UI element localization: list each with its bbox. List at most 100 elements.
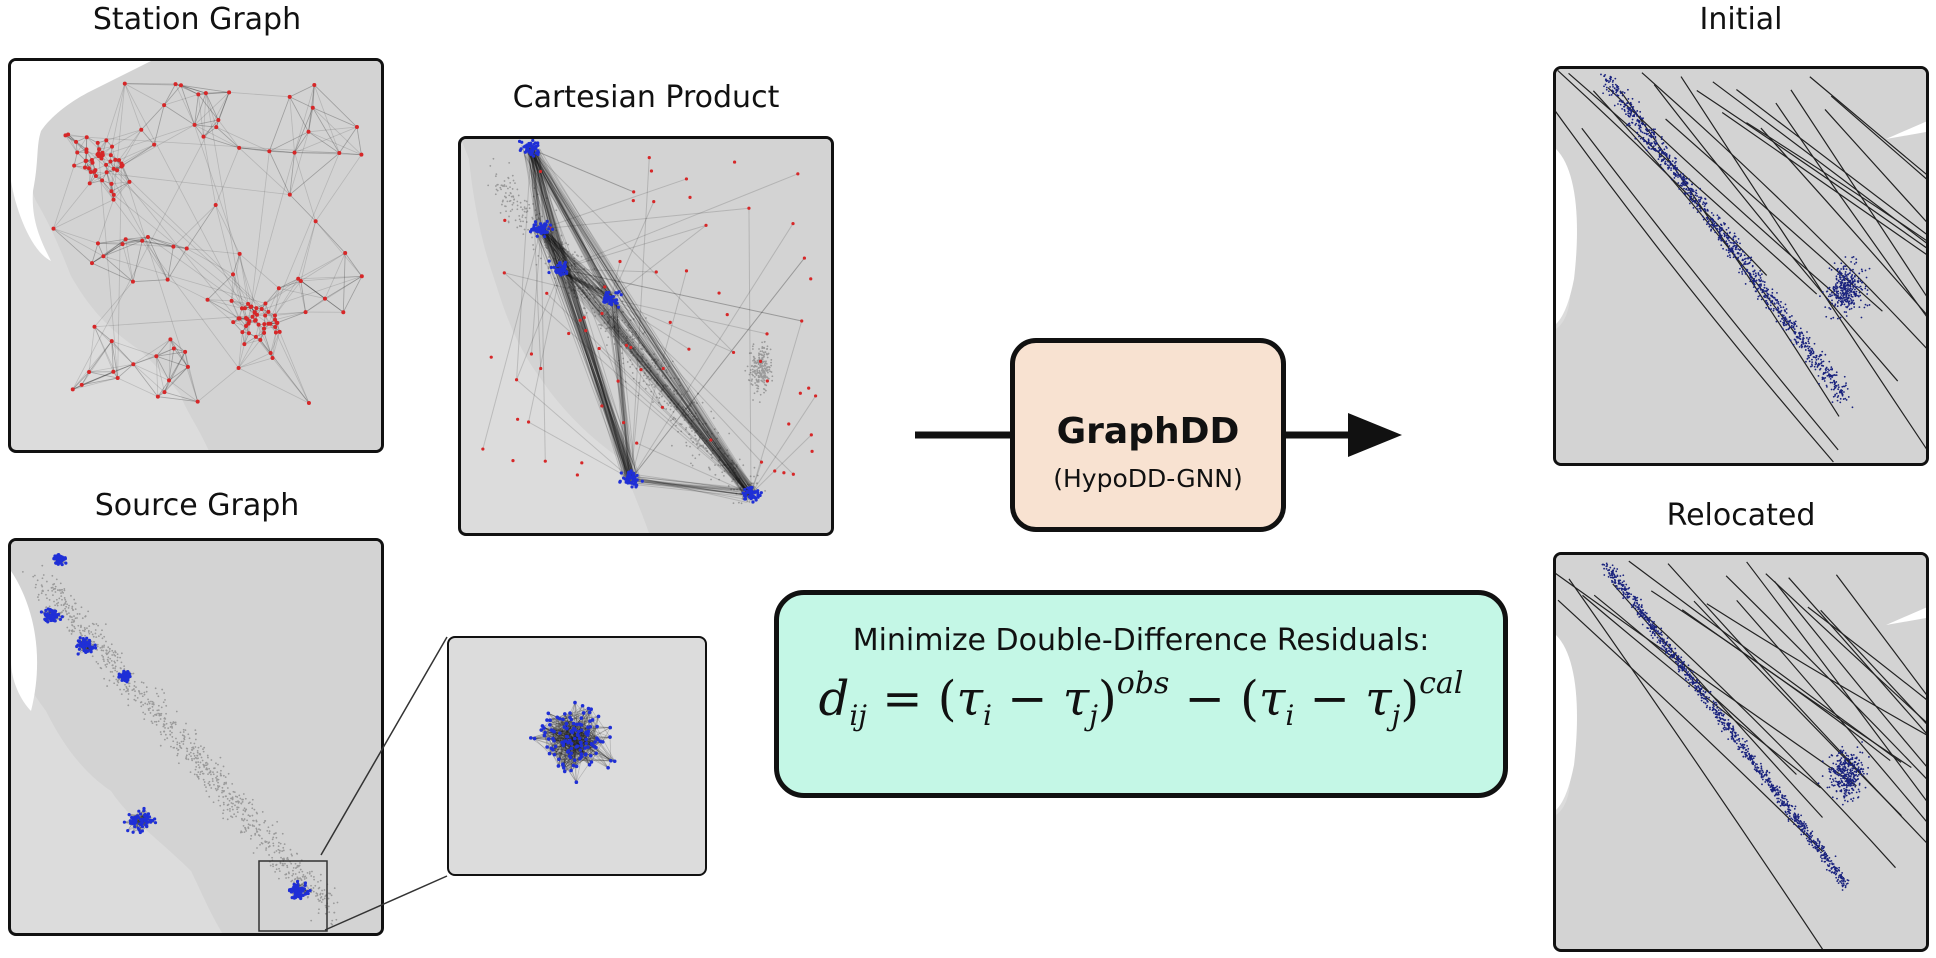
background-event	[763, 391, 765, 394]
background-event	[109, 670, 112, 673]
background-event	[757, 375, 760, 377]
background-event	[645, 350, 648, 353]
source-graph-plot	[11, 541, 381, 933]
background-event	[691, 430, 693, 432]
background-event	[205, 764, 208, 767]
zoom-node	[577, 736, 582, 741]
background-event	[318, 900, 320, 902]
background-event	[617, 330, 619, 332]
zoom-node	[542, 733, 547, 738]
background-event	[495, 188, 498, 191]
zoom-edge	[558, 758, 580, 760]
source-node	[48, 608, 52, 612]
background-event	[48, 599, 51, 601]
station-edge	[268, 151, 291, 195]
background-event	[547, 239, 550, 242]
station-edge	[268, 151, 291, 195]
station-node	[354, 124, 359, 129]
background-event	[313, 878, 316, 881]
zoom-node	[562, 769, 567, 774]
background-event	[188, 753, 191, 756]
station-edge	[272, 332, 277, 359]
zoom-node	[545, 745, 549, 749]
background-event	[278, 867, 280, 870]
station-edge	[86, 149, 278, 324]
station-node	[72, 163, 77, 168]
station-edge	[180, 84, 230, 93]
station-node	[306, 400, 311, 405]
background-event	[172, 721, 175, 723]
background-event	[227, 772, 230, 775]
background-event	[104, 664, 107, 666]
background-event	[212, 773, 215, 776]
background-event	[197, 746, 200, 749]
station-node	[111, 197, 116, 202]
station-edge	[81, 340, 113, 386]
background-event	[226, 818, 229, 821]
background-event	[240, 802, 243, 805]
background-event	[763, 376, 765, 379]
station-edge	[110, 161, 276, 321]
background-event	[528, 203, 530, 206]
background-event	[243, 831, 246, 834]
background-event	[554, 258, 557, 260]
station-edge	[157, 396, 198, 403]
background-event	[133, 698, 136, 701]
background-event	[535, 218, 538, 221]
background-event	[550, 230, 552, 233]
station-edge	[312, 107, 362, 155]
station-edge	[260, 339, 271, 354]
zoom-edge	[576, 753, 597, 783]
source-node	[117, 672, 121, 676]
background-event	[597, 286, 600, 289]
zoom-edge	[563, 758, 581, 769]
background-event	[752, 359, 754, 362]
zoom-node	[589, 707, 593, 712]
background-event	[194, 729, 197, 732]
background-event	[653, 359, 655, 362]
station-node	[168, 337, 173, 342]
background-event	[753, 376, 756, 378]
station-node	[75, 150, 80, 155]
background-event	[96, 643, 99, 646]
background-event	[689, 405, 692, 407]
station-edge	[132, 240, 143, 282]
background-event	[158, 714, 161, 717]
background-event	[177, 762, 180, 765]
zoom-edge	[571, 708, 589, 749]
zoom-node	[546, 737, 551, 741]
station-node	[312, 82, 317, 87]
background-event	[753, 392, 756, 395]
station-edge	[81, 377, 118, 386]
background-event	[205, 790, 208, 793]
background-event	[679, 422, 682, 425]
background-event	[336, 901, 339, 904]
background-event	[237, 806, 240, 809]
station-node	[167, 378, 172, 383]
zoom-edge	[556, 717, 566, 772]
zoom-edge	[575, 709, 592, 748]
background-event	[192, 752, 195, 755]
station-edge	[91, 262, 134, 283]
station-edge	[231, 300, 249, 305]
station-edge	[238, 332, 243, 369]
background-event	[532, 248, 535, 251]
zoom-edge	[556, 717, 564, 745]
station-node	[255, 312, 260, 317]
source-node	[81, 644, 85, 648]
background-event	[577, 255, 579, 257]
station-edge	[91, 238, 126, 264]
station-edge	[294, 152, 317, 222]
background-event	[111, 670, 114, 673]
background-event	[102, 649, 105, 652]
background-event	[706, 449, 709, 452]
zoom-edge	[534, 738, 550, 754]
station-edge	[239, 147, 270, 152]
station-edge	[297, 278, 326, 299]
station-node	[104, 162, 109, 167]
background-event	[308, 872, 311, 875]
background-event	[768, 368, 771, 371]
background-event	[67, 618, 70, 621]
station-edge	[122, 243, 134, 282]
background-event	[173, 746, 176, 749]
